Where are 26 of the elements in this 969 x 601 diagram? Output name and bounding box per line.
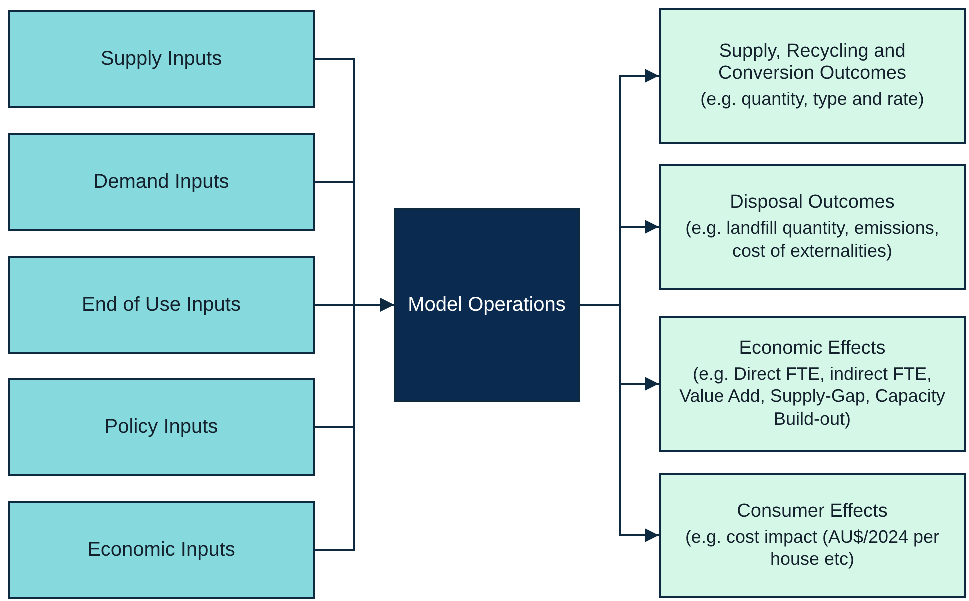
input-box bbox=[8, 10, 315, 108]
node-description: (e.g. Direct FTE, indirect FTE, Value Add, Supply-Gap, Capacity Build-out) bbox=[678, 362, 946, 430]
input-box bbox=[8, 133, 315, 231]
node-description: (e.g. landfill quantity, emissions, cost of externalities) bbox=[684, 217, 940, 262]
connector-arrow bbox=[580, 304, 659, 542]
connector-arrow bbox=[315, 298, 394, 551]
node-title: Economic Effects bbox=[739, 338, 886, 360]
input-box bbox=[8, 378, 315, 476]
node-title: Model Operations bbox=[408, 294, 566, 316]
outcome-box bbox=[659, 8, 966, 144]
outcome-box bbox=[659, 164, 966, 290]
node-title: Supply, Recycling and Conversion Outcomes bbox=[718, 41, 908, 86]
outcome-box bbox=[659, 473, 966, 598]
input-box bbox=[8, 501, 315, 599]
node-title: Consumer Effects bbox=[737, 500, 888, 522]
node-title: End of Use Inputs bbox=[82, 294, 241, 316]
input-box bbox=[8, 256, 315, 354]
node-title: Demand Inputs bbox=[94, 170, 230, 194]
node-description: (e.g. cost impact (AU$/2024 per house etc) bbox=[684, 526, 941, 570]
node-title: Disposal Outcomes bbox=[730, 192, 895, 214]
outcome-box bbox=[659, 316, 966, 452]
process-box bbox=[394, 208, 580, 402]
node-description: (e.g. quantity, type and rate) bbox=[700, 88, 924, 111]
node-title: Supply Inputs bbox=[100, 48, 222, 70]
node-title: Economic Inputs bbox=[88, 538, 236, 562]
node-title: Policy Inputs bbox=[104, 416, 218, 438]
